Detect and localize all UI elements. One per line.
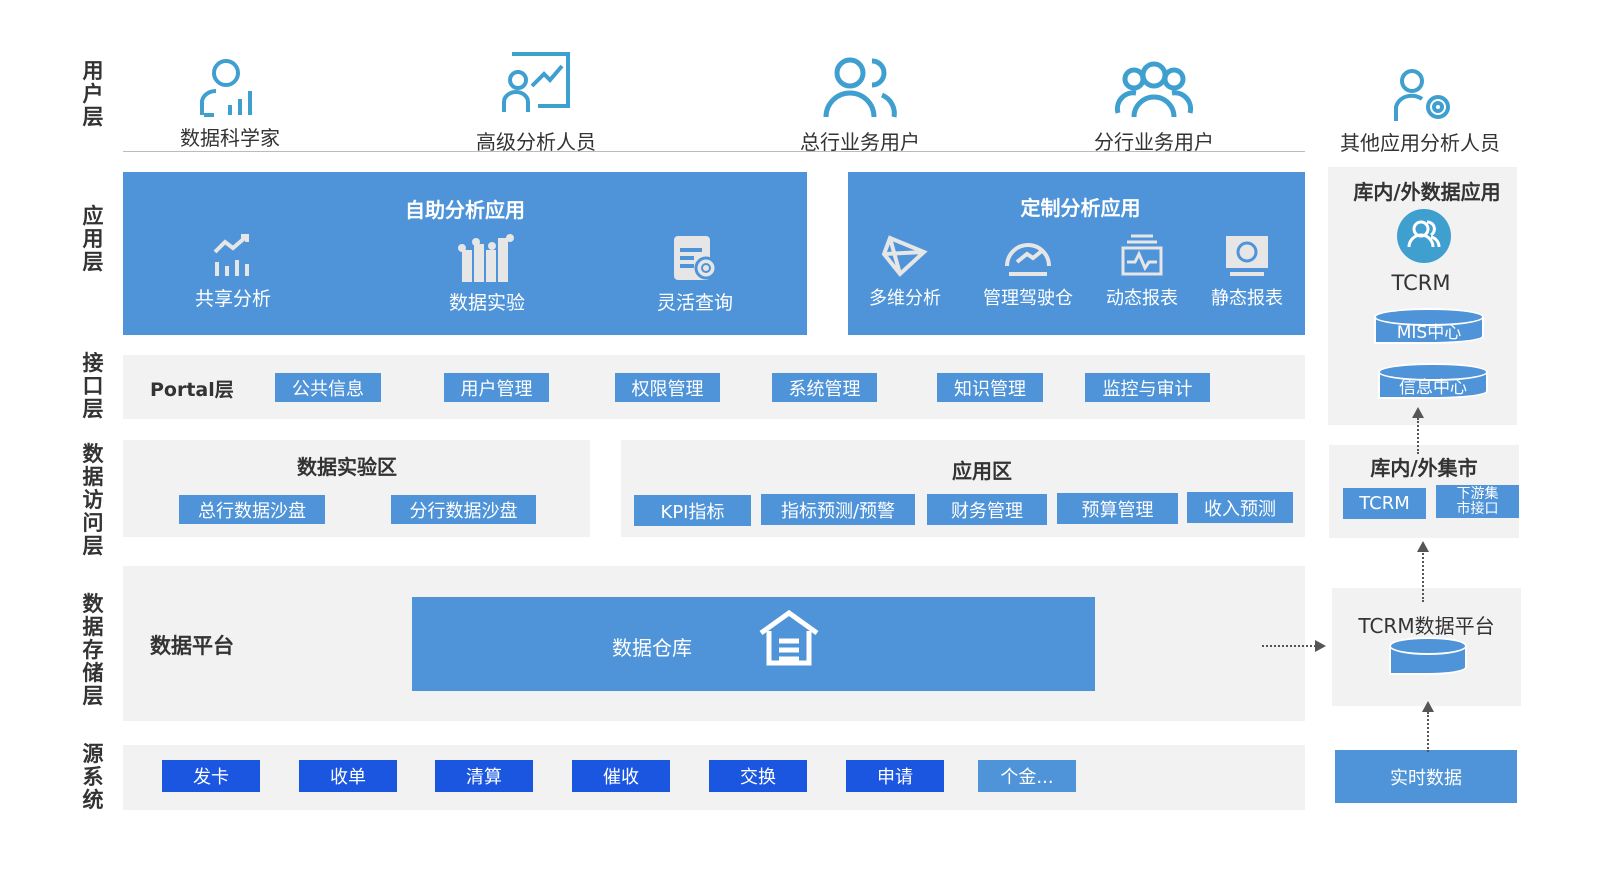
user-layer-divider [123,151,1305,152]
source-item[interactable]: 发卡 [162,760,260,792]
network-icon [881,235,928,277]
gauge-icon [1005,243,1051,276]
source-item[interactable]: 申请 [846,760,944,792]
panel-title: 库内/外集市 [1370,456,1478,480]
app-item-label: 灵活查询 [656,292,733,314]
warehouse-label: 数据仓库 [612,636,692,660]
portal-item[interactable]: 权限管理 [615,373,720,402]
app-zone-item[interactable]: 财务管理 [927,494,1047,525]
db-label: 信息中心 [1399,378,1467,398]
info-center-db[interactable]: 信息中心 [1378,363,1488,399]
panel-title: 应用区 [952,459,1012,483]
mis-center-db[interactable]: MIS中心 [1374,308,1484,344]
app-item-label: 动态报表 [1106,288,1178,309]
app-dashboard[interactable]: 管理驾驶仓 [963,232,1093,310]
trend-chart-icon [213,234,249,276]
user-gear-icon [1394,69,1450,121]
group-users-icon [1114,61,1194,118]
two-users-icon [823,57,897,118]
data-warehouse-box[interactable]: 数据仓库 [412,597,1095,691]
dynamic-report-icon [1121,234,1163,276]
arrow-up-icon [1417,541,1429,552]
self-service-app-panel: 自助分析应用 共享分析 数据实验 灵活查询 [123,172,807,335]
layer-label-access: 数据访问层 [82,442,104,558]
app-zone-item[interactable]: 收入预测 [1187,492,1293,523]
arrow-line [1262,645,1316,647]
app-zone-item[interactable]: KPI指标 [634,495,751,526]
portal-item[interactable]: 知识管理 [937,373,1043,402]
app-item-label: 多维分析 [869,288,941,309]
user-label: 高级分析人员 [476,130,596,154]
panel-title: TCRM数据平台 [1358,614,1495,638]
user-label: 总行业务用户 [800,130,920,154]
notepad-search-icon [674,236,718,280]
warehouse-icon [759,609,819,666]
user-label: 其他应用分析人员 [1340,131,1500,155]
static-report-icon [1226,236,1268,276]
portal-item[interactable]: 公共信息 [275,373,381,402]
app-shared-analysis[interactable]: 共享分析 [168,234,298,311]
db-label: MIS中心 [1396,323,1462,343]
arrow-right-icon [1315,640,1326,652]
lab-zone-item[interactable]: 分行数据沙盘 [391,495,536,524]
tcrm-platform-db-icon [1389,637,1467,675]
portal-item[interactable]: 监控与审计 [1085,373,1210,402]
app-zone-item[interactable]: 指标预测/预警 [761,494,915,525]
tcrm-label: TCRM [1391,271,1451,295]
source-item[interactable]: 交换 [709,760,807,792]
app-dynamic-report[interactable]: 动态报表 [1077,232,1207,310]
app-item-label: 共享分析 [194,288,271,310]
inout-data-app-panel: 库内/外数据应用 TCRM MIS中心 信息中心 [1328,167,1517,425]
arrow-line [1417,418,1419,454]
app-static-report[interactable]: 静态报表 [1182,232,1312,310]
user-label: 数据科学家 [180,126,280,150]
app-data-experiment[interactable]: 数据实验 [422,234,552,315]
portal-label: Portal层 [150,379,234,401]
app-item-label: 数据实验 [448,292,525,314]
layer-label-user: 用户层 [82,59,104,129]
realtime-data-box[interactable]: 实时数据 [1335,750,1517,803]
arrow-up-icon [1422,701,1434,712]
app-flexible-query[interactable]: 灵活查询 [630,230,760,315]
arrow-line [1422,550,1424,602]
app-item-label: 静态报表 [1211,288,1283,309]
panel-title: 自助分析应用 [405,198,525,222]
source-item[interactable]: 个金... [978,760,1076,792]
arrow-up-icon [1412,407,1424,418]
mart-item[interactable]: TCRM [1343,488,1426,519]
app-item-label: 管理驾驶仓 [983,288,1073,309]
data-platform-label: 数据平台 [150,634,234,658]
source-item[interactable]: 收单 [299,760,397,792]
bar-chart-icon [458,234,514,282]
app-multi-dimension[interactable]: 多维分析 [840,232,970,310]
layer-label-storage: 数据存储层 [82,592,104,708]
layer-label-app: 应用层 [82,204,104,274]
user-label: 分行业务用户 [1094,130,1214,154]
portal-item[interactable]: 系统管理 [772,373,877,402]
app-zone-item[interactable]: 预算管理 [1057,493,1178,524]
panel-title: 定制分析应用 [1020,196,1141,220]
panel-title: 库内/外数据应用 [1353,180,1501,204]
source-item[interactable]: 清算 [435,760,533,792]
custom-app-panel: 定制分析应用 多维分析 管理驾驶仓 动态报表 静态报表 [848,172,1305,335]
panel-title: 数据实验区 [297,455,397,479]
layer-label-interface: 接口层 [82,351,104,421]
arrow-line [1427,712,1429,752]
analyst-chart-icon [502,52,570,112]
tcrm-users-icon [1397,209,1451,263]
lab-zone-item[interactable]: 总行数据沙盘 [179,495,325,524]
portal-item[interactable]: 用户管理 [444,373,549,402]
data-scientist-icon [200,59,252,117]
mart-item[interactable]: 下游集市接口 [1436,485,1519,518]
tcrm-platform-panel: TCRM数据平台 [1332,588,1521,706]
layer-label-source: 源系统 [82,742,104,812]
source-item[interactable]: 催收 [572,760,670,792]
